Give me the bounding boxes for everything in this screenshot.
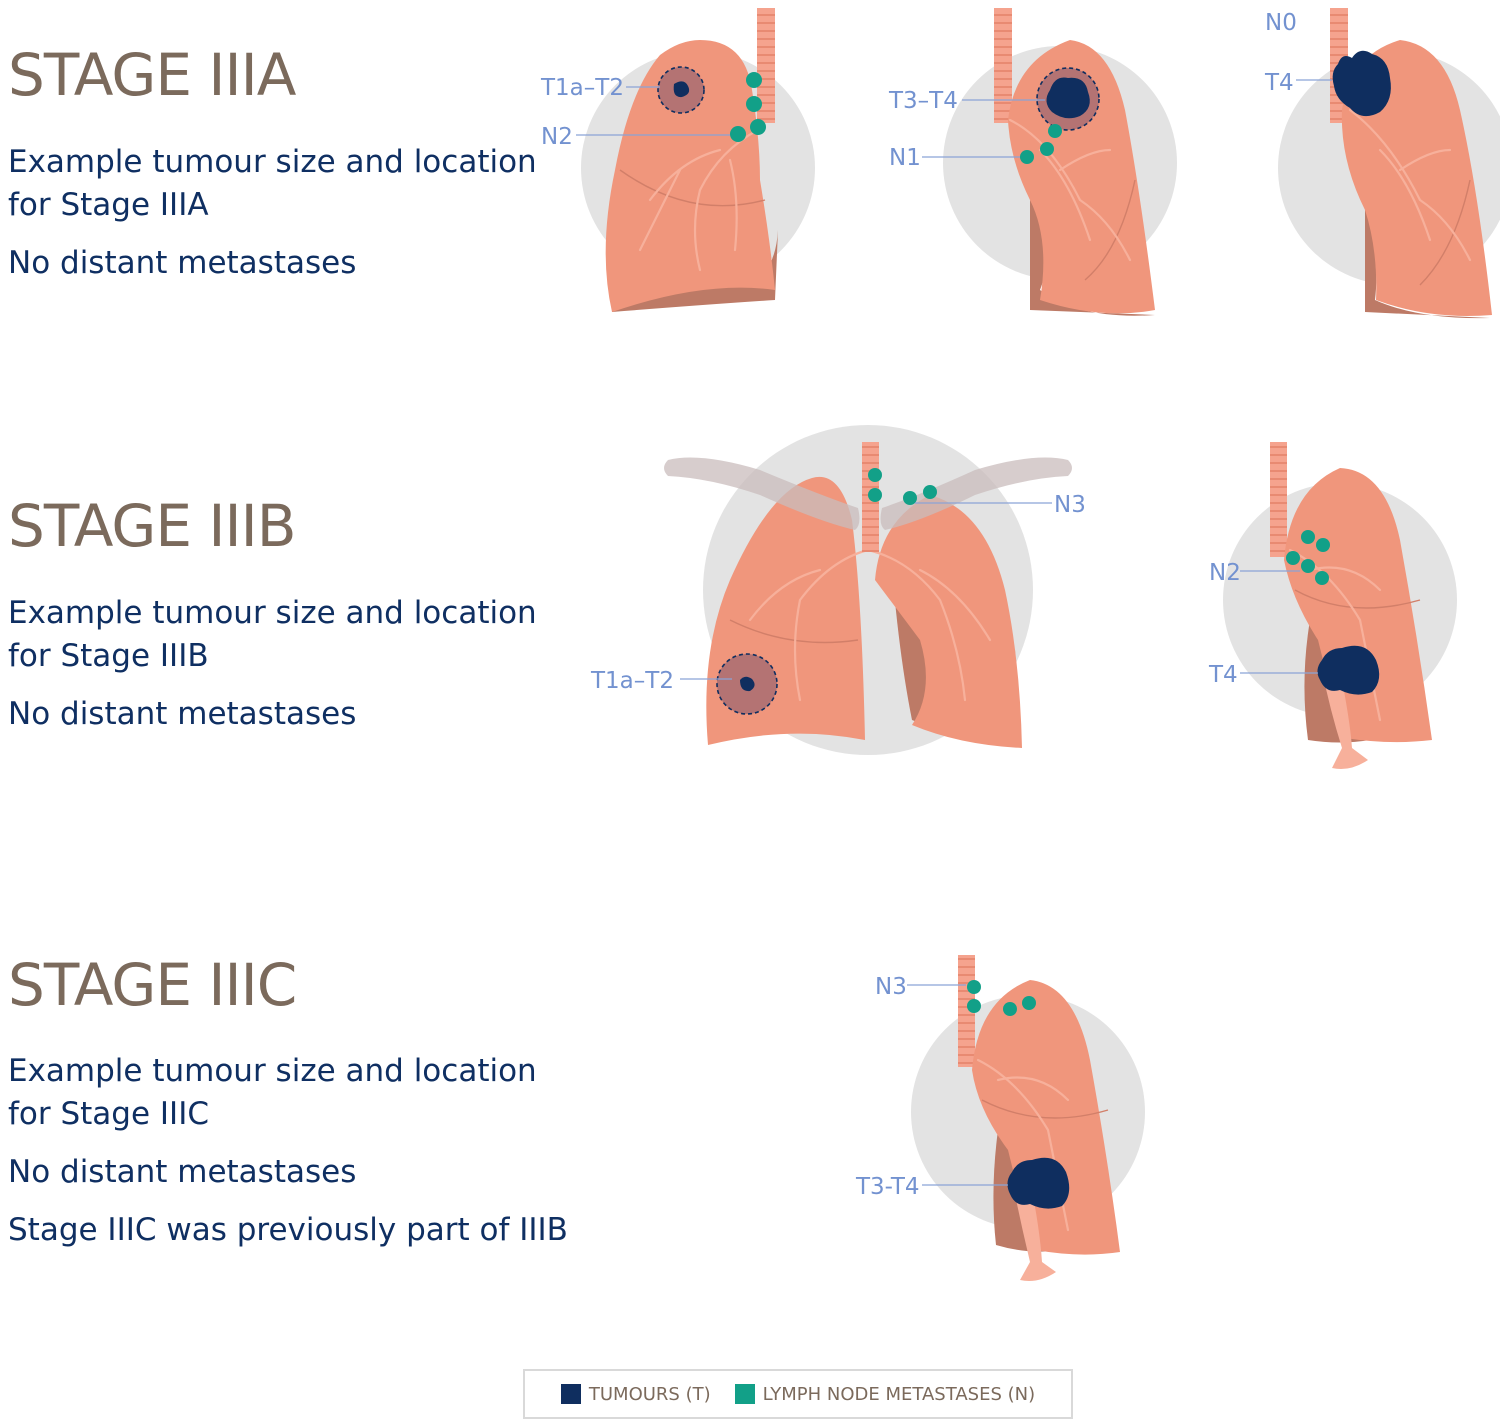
label-n: N3 bbox=[875, 974, 907, 1000]
lymph-node bbox=[903, 491, 917, 505]
legend-lymph-label: LYMPH NODE METASTASES (N) bbox=[762, 1383, 1036, 1405]
lung-right-lobe bbox=[1008, 40, 1155, 314]
tumour bbox=[1046, 77, 1090, 119]
lymph-node bbox=[1003, 1002, 1017, 1016]
clavicle-left bbox=[880, 457, 1072, 530]
label-n: N2 bbox=[541, 124, 573, 150]
tumour bbox=[1007, 1157, 1070, 1209]
figure-iiia-2: T3–T4 N1 bbox=[888, 8, 1177, 316]
lymph-node bbox=[1316, 538, 1330, 552]
legend: TUMOURS (T) LYMPH NODE METASTASES (N) bbox=[523, 1369, 1073, 1419]
tumour bbox=[740, 676, 755, 692]
stage-iiic-desc-3: No distant metastases bbox=[8, 1154, 357, 1190]
legend-tumours-label: TUMOURS (T) bbox=[588, 1383, 711, 1405]
label-t: T4 bbox=[1208, 662, 1238, 688]
lung-left-lobe bbox=[1284, 468, 1432, 743]
stage-iiia-desc-1: Example tumour size and location bbox=[8, 144, 537, 180]
legend-item-tumours: TUMOURS (T) bbox=[560, 1383, 711, 1405]
lymph-node bbox=[1286, 551, 1300, 565]
lymph-node bbox=[750, 119, 766, 135]
figure-iiib-1: N3 T1a–T2 bbox=[590, 425, 1086, 755]
stage-iiib-desc-2: for Stage IIIB bbox=[8, 638, 209, 674]
stage-iiic-desc-1: Example tumour size and location bbox=[8, 1053, 537, 1089]
label-t: T1a–T2 bbox=[540, 75, 624, 101]
legend-item-lymph: LYMPH NODE METASTASES (N) bbox=[734, 1383, 1036, 1405]
lymph-node bbox=[1315, 571, 1329, 585]
lymph-node bbox=[1048, 124, 1062, 138]
label-t: T3-T4 bbox=[855, 1174, 920, 1200]
stage-iiia-title: STAGE IIIA bbox=[8, 41, 296, 109]
lung-left-lobe bbox=[605, 40, 775, 312]
lymph-node bbox=[746, 96, 762, 112]
trachea bbox=[757, 8, 775, 123]
lymph-node bbox=[868, 468, 882, 482]
vessel-cava bbox=[1322, 670, 1368, 769]
stage-iiib-desc-1: Example tumour size and location bbox=[8, 595, 537, 631]
label-n: N2 bbox=[1209, 560, 1241, 586]
lymph-node bbox=[1301, 559, 1315, 573]
tumour-swatch-icon bbox=[560, 1384, 581, 1404]
stage-iiia-desc-2: for Stage IIIA bbox=[8, 187, 209, 223]
lymph-node bbox=[868, 488, 882, 502]
stage-iiic-desc-2: for Stage IIIC bbox=[8, 1096, 209, 1132]
label-n: N1 bbox=[889, 145, 921, 171]
figure-iiic-1: N3 T3-T4 bbox=[855, 955, 1145, 1281]
tumour bbox=[1317, 645, 1380, 695]
lymph-node bbox=[730, 126, 746, 142]
lymph-node bbox=[1020, 150, 1034, 164]
trachea bbox=[994, 8, 1012, 123]
trachea bbox=[1270, 442, 1287, 557]
stage-iiic-title: STAGE IIIC bbox=[8, 951, 297, 1019]
lymph-node bbox=[1040, 142, 1054, 156]
stage-iiib-title: STAGE IIIB bbox=[8, 492, 297, 560]
lymph-node bbox=[967, 980, 981, 994]
lymph-node bbox=[967, 999, 981, 1013]
figure-iiia-1: T1a–T2 N2 bbox=[540, 8, 815, 312]
lymph-node bbox=[746, 72, 762, 88]
label-t: T1a–T2 bbox=[590, 668, 674, 694]
figure-iiib-2: N2 T4 bbox=[1208, 442, 1457, 769]
label-t: T4 bbox=[1264, 70, 1294, 96]
stage-iiib-desc-3: No distant metastases bbox=[8, 696, 357, 732]
label-n: N0 bbox=[1265, 10, 1297, 36]
lymph-node bbox=[1022, 996, 1036, 1010]
lymph-node bbox=[923, 485, 937, 499]
lymph-node bbox=[1301, 530, 1315, 544]
clavicle-right bbox=[664, 457, 860, 530]
lymph-swatch-icon bbox=[734, 1384, 755, 1404]
vessel-cava bbox=[1012, 1180, 1056, 1281]
label-n: N3 bbox=[1054, 492, 1086, 518]
stage-iiia-desc-3: No distant metastases bbox=[8, 245, 357, 281]
stage-iiic-desc-4: Stage IIIC was previously part of IIIB bbox=[8, 1212, 568, 1248]
tumour bbox=[673, 81, 690, 98]
label-t: T3–T4 bbox=[888, 88, 958, 114]
tumour bbox=[1332, 50, 1391, 117]
figure-iiia-3: N0 T4 bbox=[1264, 8, 1500, 319]
